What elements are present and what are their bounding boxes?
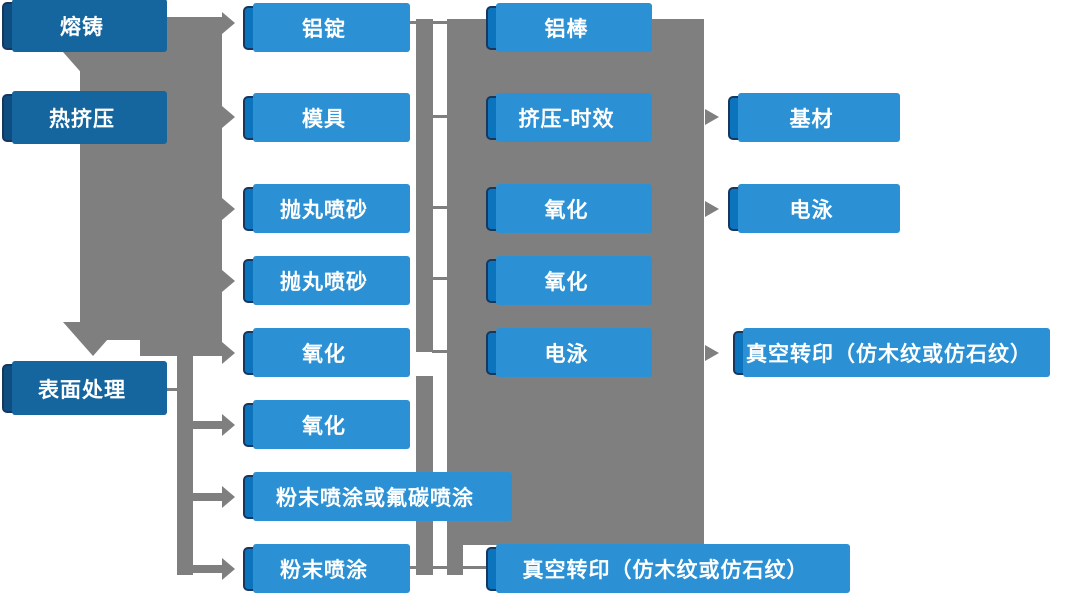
arrow-to-mold (222, 106, 235, 128)
tie-line-row1 (410, 21, 448, 24)
node-zhenkong-zhuanyin-right: 真空转印（仿木纹或仿石纹） (733, 328, 1050, 377)
connector-middle-bar-top (416, 19, 433, 352)
arrow-down-to-hot-extrusion (63, 52, 123, 86)
tie-line-row4 (432, 277, 448, 280)
node-fenmo-huo-futan-pentu: 粉末喷涂或氟碳喷涂 (243, 472, 512, 521)
node-rongzhu: 熔铸 (2, 0, 167, 52)
node-paowan-pensha-2: 抛丸喷砂 (243, 256, 410, 305)
node-jicai: 基材 (728, 93, 900, 142)
tie-line-row2 (432, 115, 448, 118)
arrow-down-to-surface-treatment (63, 322, 123, 356)
connector-arm-row6 (193, 421, 222, 429)
arrow-to-oxidation-1 (222, 342, 235, 364)
node-paowan-pensha-1: 抛丸喷砂 (243, 184, 410, 233)
node-dianyong-2: 电泳 (728, 184, 900, 233)
connector-surface-band (177, 340, 193, 575)
arrow-to-shot-blast-1 (222, 198, 235, 220)
node-lvding: 铝锭 (243, 3, 410, 52)
connector-arm-row7 (193, 493, 222, 501)
node-yanghua-1: 氧化 (243, 328, 410, 377)
connector-arm-row8 (193, 565, 222, 573)
node-fenmo-pentu: 粉末喷涂 (243, 544, 410, 593)
arrow-to-aluminum-ingot (222, 12, 235, 34)
connector-surface-stub (163, 388, 179, 391)
tie-line-row5 (432, 350, 448, 353)
node-zhenkong-zhuanyin-bottom: 真空转印（仿木纹或仿石纹） (486, 544, 850, 593)
tie-line-row8 (405, 566, 486, 569)
arrow-to-base-material (705, 109, 719, 125)
node-rejiya: 热挤压 (2, 91, 167, 144)
arrow-to-electrophoresis-right (705, 201, 719, 217)
node-biaomian-chuli: 表面处理 (2, 361, 167, 415)
arrow-to-powder-fluorocarbon (222, 486, 235, 508)
node-lvbang: 铝棒 (486, 3, 652, 52)
node-yanghua-3: 氧化 (486, 184, 652, 233)
node-yanghua-2: 氧化 (243, 400, 410, 449)
arrow-to-powder-coating (222, 558, 235, 580)
node-dianyong-1: 电泳 (486, 328, 652, 377)
arrow-to-oxidation-2 (222, 414, 235, 436)
node-jiya-shixiao: 挤压-时效 (486, 93, 652, 142)
node-yanghua-4: 氧化 (486, 256, 652, 305)
arrow-to-shot-blast-2 (222, 270, 235, 292)
tie-line-row3 (432, 206, 448, 209)
arrow-to-vacuum-transfer-right (705, 345, 719, 361)
node-muju: 模具 (243, 93, 410, 142)
connector-center-block-left-strip (447, 19, 463, 575)
